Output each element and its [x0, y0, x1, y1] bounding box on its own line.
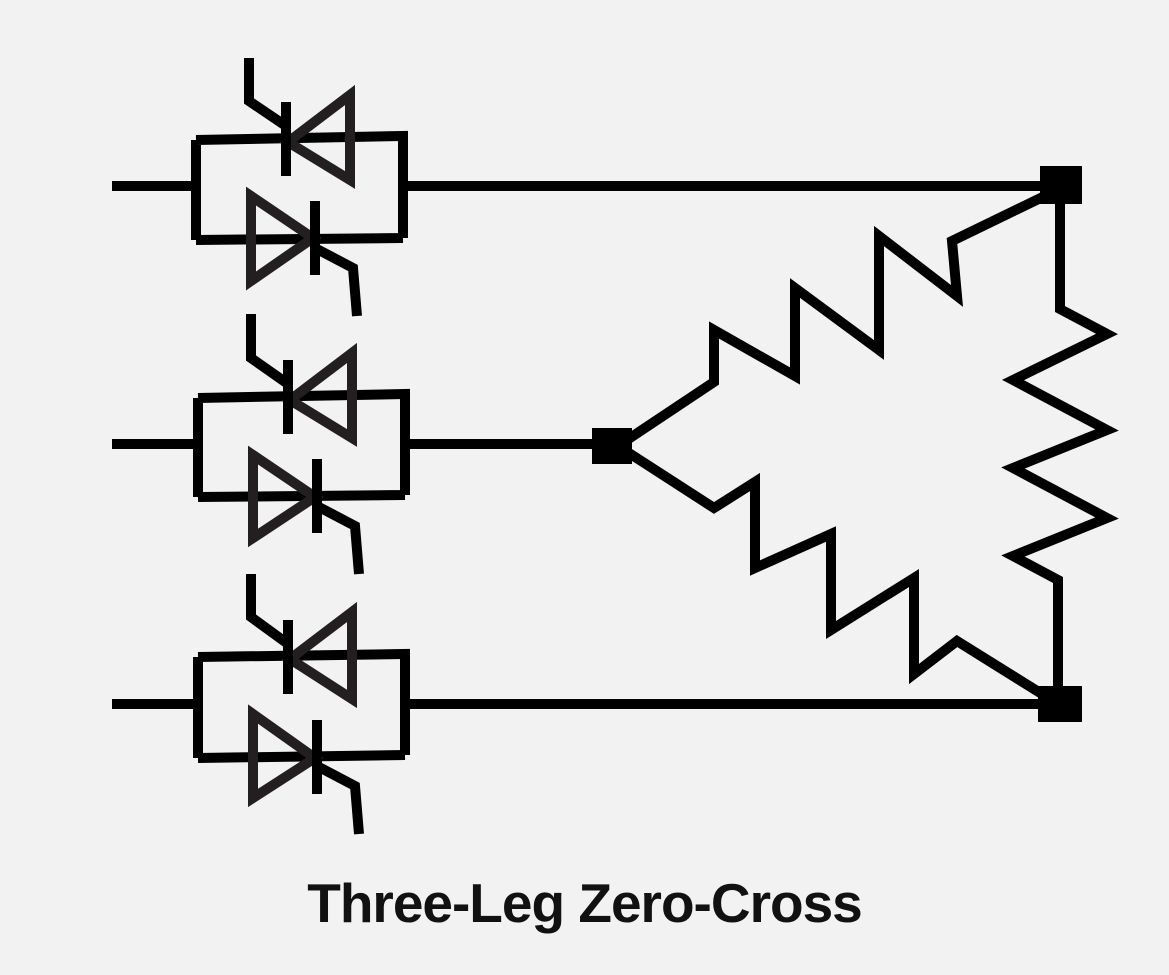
leg-3-lower-thyristor-icon: [248, 704, 364, 835]
leg-1-upper-thyristor-icon: [244, 58, 355, 189]
resistor-lower-icon: [615, 441, 1061, 709]
junction-node-center: [592, 428, 632, 464]
leg-2-lower-thyristor-icon: [248, 445, 364, 575]
leg-1-lower-thyristor-icon: [246, 186, 362, 317]
junction-node-top-right: [1040, 166, 1082, 204]
leg-2-upper-thyristor-icon: [246, 314, 357, 447]
diagram-title: Three-Leg Zero-Cross: [307, 872, 863, 934]
leg-3-parallel-loop: [193, 648, 1053, 763]
leg-1-parallel-loop: [191, 130, 1053, 245]
leg-3-upper-thyristor-icon: [246, 574, 357, 709]
resistor-upper-icon: [615, 187, 1056, 451]
scr-pair-leg-1: [112, 58, 1053, 317]
junction-node-bottom-right: [1038, 686, 1082, 722]
scr-pair-leg-3: [112, 574, 1053, 835]
scr-pair-leg-2: [112, 314, 610, 575]
leg-2-parallel-loop: [193, 388, 610, 502]
resistor-right-icon: [1001, 190, 1119, 704]
